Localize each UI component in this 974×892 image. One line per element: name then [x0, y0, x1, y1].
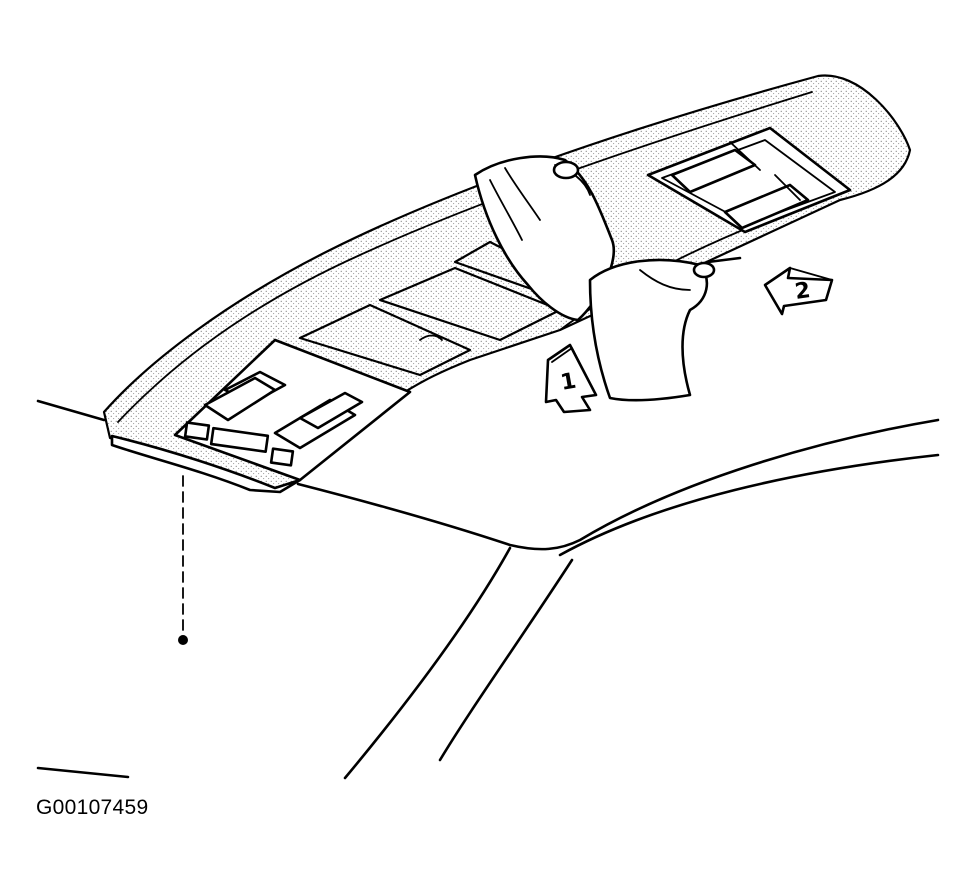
figure-id-label: G00107459 [36, 796, 149, 819]
callout-label-2: 2 [793, 278, 812, 305]
callout-arrow-1: 1 [544, 343, 598, 414]
screw-fastener [178, 475, 188, 645]
callout-arrow-2: 2 [763, 266, 834, 316]
technician-hands [473, 155, 742, 402]
headliner [36, 399, 940, 780]
overhead-console [102, 74, 912, 494]
callout-label-1: 1 [559, 369, 578, 396]
